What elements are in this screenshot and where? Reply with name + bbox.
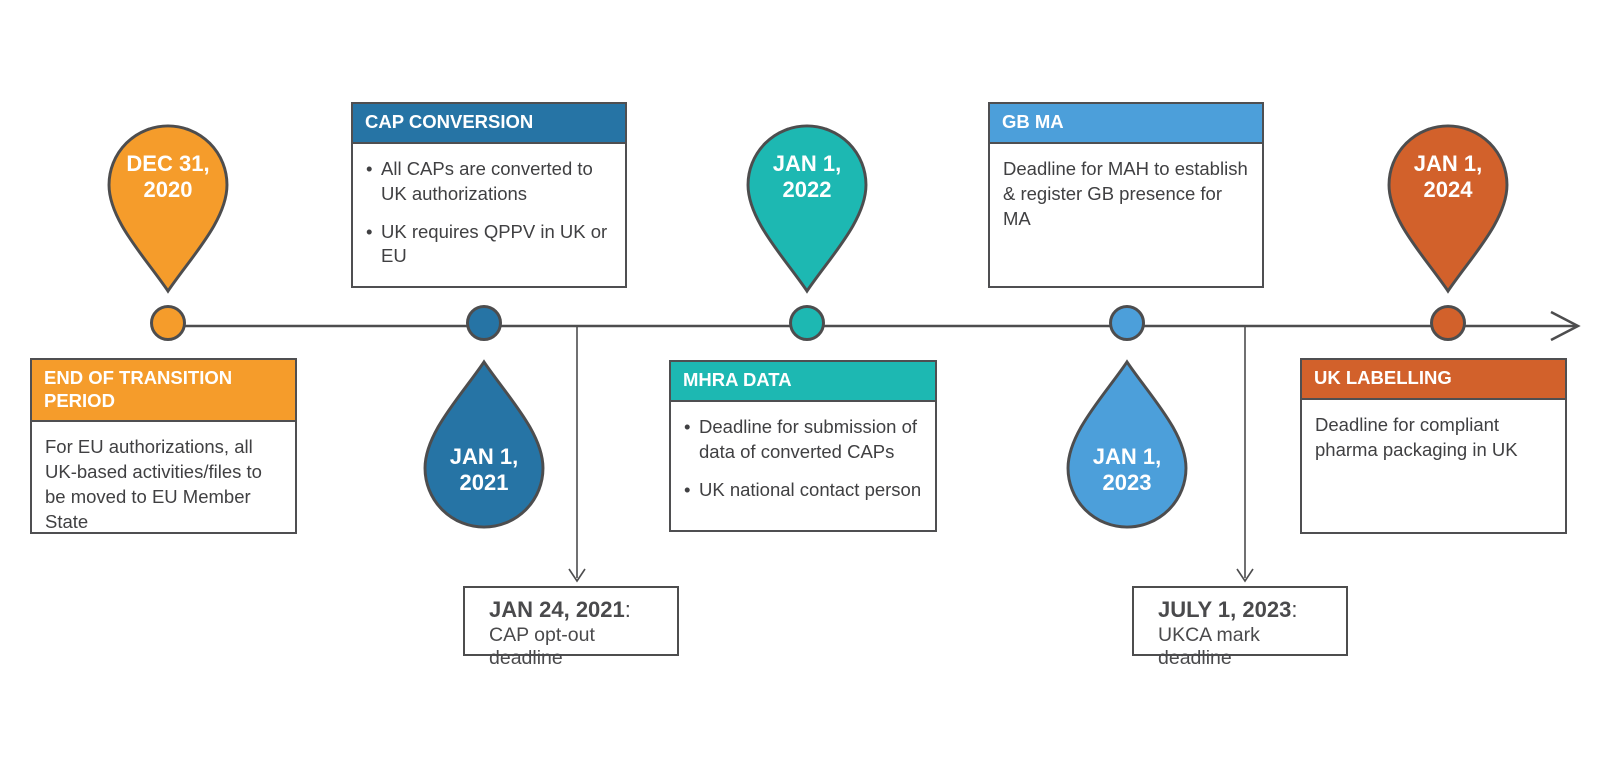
callout-date-line: JAN 24, 2021: bbox=[489, 597, 631, 622]
timeline-dot-dec-2020 bbox=[150, 305, 186, 341]
pin-date-label: DEC 31, 2020 bbox=[126, 151, 210, 202]
infobox-cap-conversion: CAP CONVERSION All CAPs are converted to… bbox=[351, 102, 627, 288]
callout-text-line: UKCA mark deadline bbox=[1158, 624, 1260, 669]
infobox-gb-ma: GB MA Deadline for MAH to establish & re… bbox=[988, 102, 1264, 288]
infobox-mhra-data: MHRA DATA Deadline for submission of dat… bbox=[669, 360, 937, 532]
water-drop-icon bbox=[423, 359, 545, 529]
pin-dec-31-2020: DEC 31, 2020 bbox=[105, 122, 231, 295]
timeline-dot-jan-2022 bbox=[789, 305, 825, 341]
drop-date-label: JAN 1, 2021 bbox=[449, 444, 519, 495]
timeline-dot-jan-2023 bbox=[1109, 305, 1145, 341]
infobox-uk-labelling: UK LABELLING Deadline for compliant phar… bbox=[1300, 358, 1567, 534]
infobox-header: END OF TRANSITION PERIOD bbox=[32, 360, 295, 423]
infobox-header: UK LABELLING bbox=[1302, 360, 1565, 400]
callout-text-line: CAP opt-out deadline bbox=[489, 624, 595, 669]
bullet-item: Deadline for submission of data of conve… bbox=[684, 415, 922, 465]
timeline-dot-jan-2024 bbox=[1430, 305, 1466, 341]
map-pin-icon bbox=[746, 124, 868, 294]
infobox-body: All CAPs are converted to UK authorizati… bbox=[353, 144, 625, 293]
bullet-item: UK requires QPPV in UK or EU bbox=[366, 220, 612, 270]
drop-jan-1-2021: JAN 1, 2021 bbox=[421, 358, 547, 531]
pin-jan-1-2024: JAN 1, 2024 bbox=[1385, 122, 1511, 295]
map-pin-icon bbox=[107, 124, 229, 294]
map-pin-icon bbox=[1387, 124, 1509, 294]
bullet-item: All CAPs are converted to UK authorizati… bbox=[366, 157, 612, 207]
drop-date-label: JAN 1, 2023 bbox=[1092, 444, 1162, 495]
infobox-body: Deadline for MAH to establish & register… bbox=[1003, 157, 1248, 229]
pin-date-label: JAN 1, 2022 bbox=[772, 151, 842, 202]
connector-arrowhead-july1-icon bbox=[1236, 568, 1254, 583]
timeline-dot-jan-2021 bbox=[466, 305, 502, 341]
drop-jan-1-2023: JAN 1, 2023 bbox=[1064, 358, 1190, 531]
water-drop-icon bbox=[1066, 359, 1188, 529]
bullet-item: UK national contact person bbox=[684, 478, 922, 503]
infobox-header: CAP CONVERSION bbox=[353, 104, 625, 144]
timeline-arrowhead-icon bbox=[1550, 310, 1581, 342]
infobox-end-of-transition: END OF TRANSITION PERIOD For EU authoriz… bbox=[30, 358, 297, 534]
infobox-body: For EU authorizations, all UK-based acti… bbox=[45, 436, 262, 533]
infobox-header: GB MA bbox=[990, 104, 1262, 144]
infobox-body: Deadline for submission of data of conve… bbox=[671, 402, 935, 526]
callout-july-1-2023: JULY 1, 2023: UKCA mark deadline bbox=[1132, 586, 1348, 669]
infobox-body: Deadline for compliant pharma packaging … bbox=[1315, 413, 1518, 460]
connector-arrowhead-jan24-icon bbox=[568, 568, 586, 583]
callout-jan-24-2021: JAN 24, 2021: CAP opt-out deadline bbox=[463, 586, 679, 669]
pin-jan-1-2022: JAN 1, 2022 bbox=[744, 122, 870, 295]
callout-date-line: JULY 1, 2023: bbox=[1158, 597, 1298, 622]
pin-date-label: JAN 1, 2024 bbox=[1413, 151, 1483, 202]
infobox-header: MHRA DATA bbox=[671, 362, 935, 402]
